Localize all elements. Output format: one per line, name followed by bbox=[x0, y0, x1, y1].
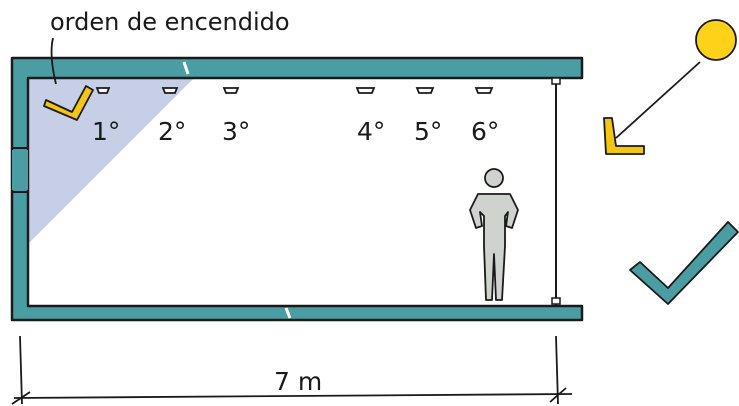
luminaire-label-5: 5° bbox=[414, 117, 442, 146]
luminaire-6-icon bbox=[474, 87, 494, 94]
dimension-label: 7 m bbox=[274, 367, 322, 396]
sunlight-ray bbox=[615, 61, 701, 139]
glazed-facade bbox=[551, 77, 561, 306]
luminaire-5-icon bbox=[415, 87, 435, 94]
luminaire-4-icon bbox=[355, 87, 376, 94]
checkmark-icon bbox=[629, 221, 739, 305]
luminaire-3-icon bbox=[222, 87, 240, 94]
luminaire-label-4: 4° bbox=[357, 117, 385, 146]
switching-order-arrow-icon bbox=[43, 85, 94, 121]
luminaire-label-2: 2° bbox=[158, 117, 186, 146]
annotation-leader-line bbox=[50, 37, 57, 85]
room-walls bbox=[10, 56, 584, 322]
person-icon bbox=[469, 168, 519, 301]
luminaire-label-6: 6° bbox=[471, 117, 499, 146]
luminaire-1-icon bbox=[95, 87, 111, 94]
sun-icon bbox=[695, 19, 737, 61]
luminaire-2-icon bbox=[161, 87, 179, 94]
switching-order-caption: orden de encendido bbox=[50, 8, 290, 36]
luminaire-label-1: 1° bbox=[92, 117, 120, 146]
luminaire-label-3: 3° bbox=[222, 117, 250, 146]
sunlight-arrow-icon bbox=[603, 117, 645, 155]
daylight-zone bbox=[28, 76, 196, 244]
dimension-line bbox=[11, 335, 573, 405]
